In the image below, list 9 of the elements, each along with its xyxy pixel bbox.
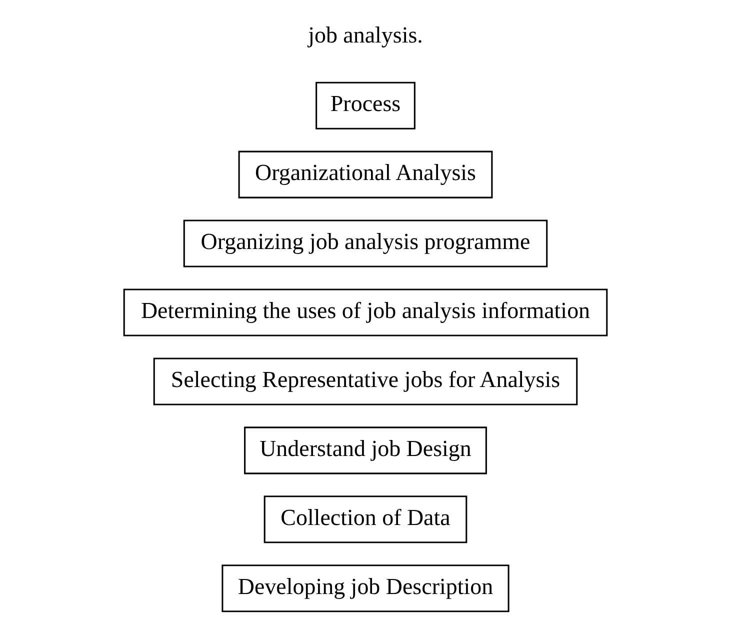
node-box: Process [316, 82, 416, 130]
node-box: Developing job Description [222, 564, 510, 612]
node-box: Organizing job analysis programme [183, 220, 548, 268]
node-box: Collection of Data [264, 496, 468, 544]
node-box: Selecting Representative jobs for Analysis [153, 358, 578, 406]
label: job analysis. [308, 22, 423, 48]
node-box: Determining the uses of job analysis information [123, 288, 608, 336]
node-box: Organizational Analysis [238, 150, 493, 198]
node-box: Understand job Design [244, 426, 487, 474]
